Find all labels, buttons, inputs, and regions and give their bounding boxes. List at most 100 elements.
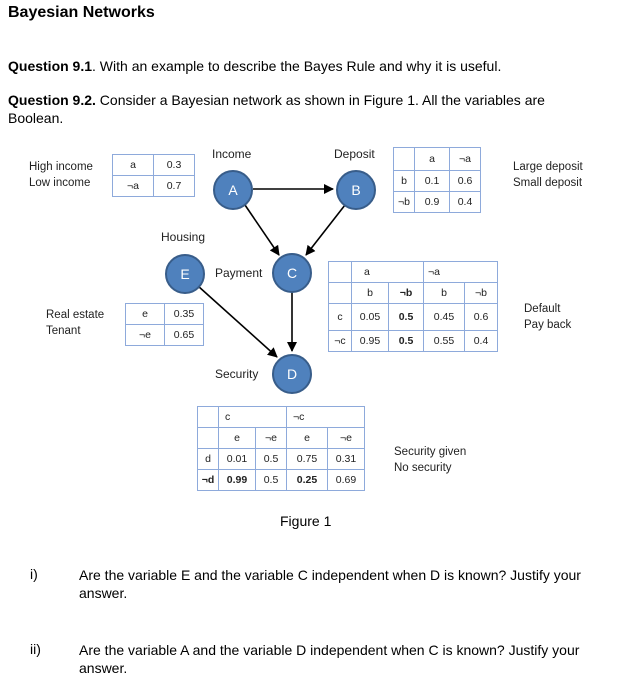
table-cell <box>197 406 219 428</box>
table-cell: 0.5 <box>255 469 287 491</box>
item-text-1: Are the variable E and the variable C in… <box>79 567 581 601</box>
housing-label-real-estate: Real estate <box>46 309 105 321</box>
table-cell: 0.25 <box>286 469 328 491</box>
node-a: A <box>213 170 253 210</box>
table-cell: ¬d <box>197 469 219 491</box>
table-cell: c <box>328 303 352 331</box>
table-cell: 0.3 <box>153 154 195 176</box>
table-row: b ¬b b ¬b <box>328 282 498 304</box>
table-cell: ¬b <box>464 282 498 304</box>
question-9-2-label: Question 9.2. <box>8 92 96 108</box>
table-cell: 0.6 <box>449 170 481 192</box>
table-cell <box>328 282 352 304</box>
housing-label-tenant: Tenant <box>46 325 81 337</box>
question-9-1: Question 9.1. With an example to describ… <box>8 57 608 75</box>
housing-table: e 0.35 ¬e 0.65 <box>125 303 204 346</box>
table-cell: b <box>393 170 415 192</box>
table-cell <box>197 427 219 449</box>
table-cell: a <box>351 261 424 283</box>
table-row: ¬d 0.99 0.5 0.25 0.69 <box>197 469 365 491</box>
item-number-2: ii) <box>30 641 41 657</box>
table-cell: 0.5 <box>388 330 424 352</box>
table-cell: ¬e <box>125 324 165 346</box>
table-cell: ¬a <box>449 147 481 171</box>
deposit-label-small: Small deposit <box>513 177 583 189</box>
table-cell: 0.4 <box>464 330 498 352</box>
deposit-labels: Large deposit Small deposit <box>513 159 583 191</box>
deposit-table: a ¬a b 0.1 0.6 ¬b 0.9 0.4 <box>393 147 481 213</box>
table-cell: 0.7 <box>153 175 195 197</box>
question-9-1-label: Question 9.1 <box>8 58 93 74</box>
node-c-name: Payment <box>215 266 263 280</box>
security-label-none: No security <box>394 462 452 474</box>
table-cell: a <box>112 154 154 176</box>
security-labels: Security given No security <box>394 444 466 476</box>
payment-labels: Default Pay back <box>524 301 571 333</box>
income-label-high: High income <box>29 161 93 173</box>
table-cell: c <box>218 406 287 428</box>
table-row: a ¬a <box>328 261 498 283</box>
table-row: a 0.3 <box>112 154 195 176</box>
edge-e-d <box>197 285 278 358</box>
edge-a-c <box>244 204 280 256</box>
item-number-1: i) <box>30 566 38 582</box>
table-row: c 0.05 0.5 0.45 0.6 <box>328 303 498 331</box>
table-cell: 0.31 <box>327 448 365 470</box>
table-cell: 0.35 <box>164 303 204 325</box>
table-cell: 0.01 <box>218 448 256 470</box>
table-row: b 0.1 0.6 <box>393 170 481 192</box>
node-a-name: Income <box>212 147 252 161</box>
security-table: c ¬c e ¬e e ¬e d 0.01 0.5 0.75 0.31 ¬d 0… <box>197 406 365 491</box>
node-d: D <box>272 354 312 394</box>
table-cell: d <box>197 448 219 470</box>
table-cell: e <box>218 427 256 449</box>
table-row: ¬b 0.9 0.4 <box>393 191 481 213</box>
table-cell: ¬c <box>286 406 365 428</box>
question-9-2-text: Consider a Bayesian network as shown in … <box>8 92 545 126</box>
page-title: Bayesian Networks <box>8 4 155 21</box>
table-cell: ¬e <box>255 427 287 449</box>
table-cell: 0.4 <box>449 191 481 213</box>
table-row: d 0.01 0.5 0.75 0.31 <box>197 448 365 470</box>
table-cell: e <box>125 303 165 325</box>
payment-label-pay-back: Pay back <box>524 319 572 331</box>
table-row: e 0.35 <box>125 303 204 325</box>
table-cell: 0.5 <box>388 303 424 331</box>
table-row: c ¬c <box>197 406 365 428</box>
table-cell <box>328 261 352 283</box>
table-cell: 0.45 <box>423 303 465 331</box>
table-cell: 0.69 <box>327 469 365 491</box>
housing-labels: Real estate Tenant <box>46 307 104 339</box>
table-cell: e <box>286 427 328 449</box>
table-cell: 0.55 <box>423 330 465 352</box>
table-cell: 0.65 <box>164 324 204 346</box>
table-row: e ¬e e ¬e <box>197 427 365 449</box>
item-text-2: Are the variable A and the variable D in… <box>79 642 580 676</box>
node-c: C <box>272 253 312 293</box>
edge-b-c <box>305 204 346 256</box>
table-row: ¬e 0.65 <box>125 324 204 346</box>
table-cell: 0.75 <box>286 448 328 470</box>
table-cell: 0.1 <box>414 170 450 192</box>
payment-table: a ¬a b ¬b b ¬b c 0.05 0.5 0.45 0.6 ¬c 0.… <box>328 261 498 352</box>
table-cell: ¬b <box>388 282 424 304</box>
payment-label-default: Default <box>524 303 561 315</box>
income-label-low: Low income <box>29 177 91 189</box>
table-cell: 0.95 <box>351 330 389 352</box>
deposit-label-large: Large deposit <box>513 161 583 173</box>
table-cell: ¬a <box>112 175 154 197</box>
table-cell: 0.99 <box>218 469 256 491</box>
table-cell: ¬c <box>328 330 352 352</box>
table-cell: 0.05 <box>351 303 389 331</box>
table-cell: 0.5 <box>255 448 287 470</box>
table-cell <box>393 147 415 171</box>
income-labels: High income Low income <box>29 159 93 191</box>
question-9-1-text: . With an example to describe the Bayes … <box>92 58 502 74</box>
node-d-name: Security <box>215 367 259 381</box>
node-e: E <box>165 254 205 294</box>
table-cell: ¬a <box>423 261 498 283</box>
income-table: a 0.3 ¬a 0.7 <box>112 154 195 197</box>
node-b-name: Deposit <box>334 147 375 161</box>
table-cell: ¬e <box>327 427 365 449</box>
